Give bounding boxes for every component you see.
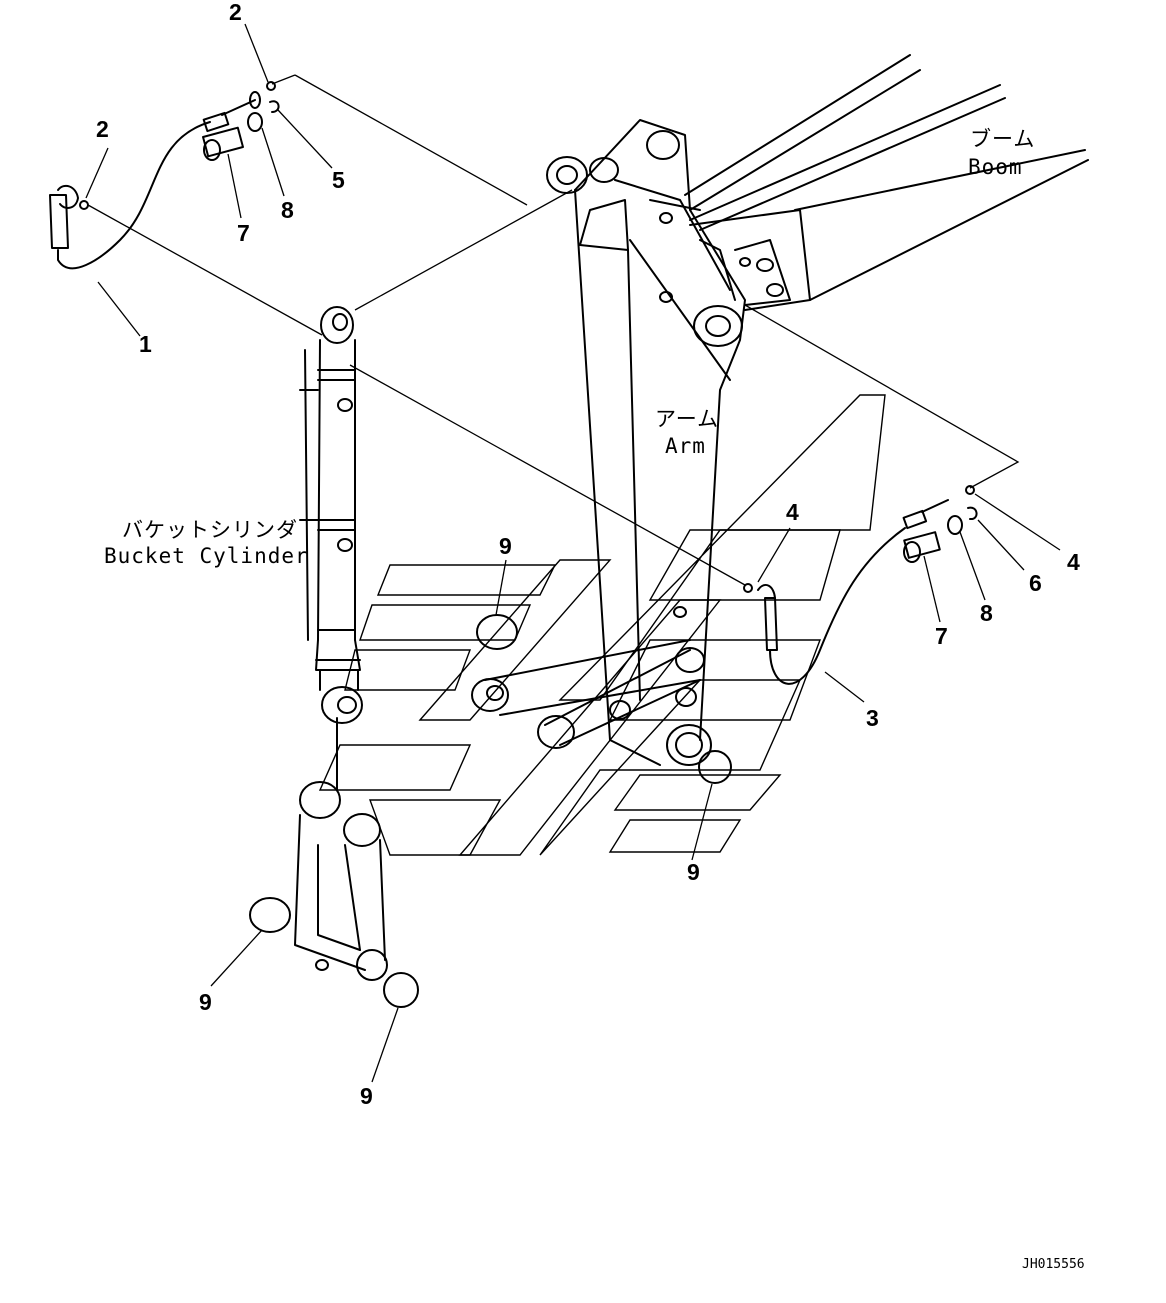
boom-label-en: Boom (968, 155, 1023, 179)
grease-hose-right (757, 499, 949, 685)
callout-4-right: 4 (1067, 549, 1080, 575)
callout-2-left: 2 (96, 116, 109, 142)
callout-3: 3 (866, 705, 879, 731)
callout-8-right: 8 (980, 600, 993, 626)
callout-9-right: 9 (687, 859, 700, 885)
grease-hose-left (49, 91, 261, 270)
side-link (294, 717, 388, 981)
bucket-cylinder-label-en: Bucket Cylinder (104, 544, 309, 568)
callout-1: 1 (139, 331, 152, 357)
callout-7-left: 7 (237, 220, 250, 246)
arm-label-jp: アーム (655, 407, 719, 431)
boom (684, 54, 1089, 311)
callout-7-right: 7 (935, 623, 948, 649)
callout-8-left: 8 (281, 197, 294, 223)
bucket-linkage (471, 639, 701, 749)
callout-9-upper: 9 (499, 533, 512, 559)
small-parts (79, 81, 978, 1008)
leader-lines (85, 23, 1061, 1083)
callouts: 2 2 5 7 8 1 4 4 6 8 7 3 9 9 9 9 (96, 0, 1080, 1109)
boom-label-jp: ブーム (970, 127, 1035, 151)
arm (546, 119, 746, 766)
region-labels: ブーム Boom アーム Arm バケットシリンダ Bucket Cylinde… (104, 127, 1035, 568)
callout-6: 6 (1029, 570, 1042, 596)
callout-9-lower-left: 9 (199, 989, 212, 1015)
arm-label-en: Arm (665, 434, 706, 458)
callout-5: 5 (332, 167, 345, 193)
callout-2-top: 2 (229, 0, 242, 25)
drawing-reference-number: JH015556 (1022, 1257, 1085, 1272)
callout-4-center: 4 (786, 499, 799, 525)
bucket-cylinder-label-jp: バケットシリンダ (122, 518, 298, 542)
bucket-cylinder (299, 306, 363, 724)
callout-9-bottom: 9 (360, 1083, 373, 1109)
